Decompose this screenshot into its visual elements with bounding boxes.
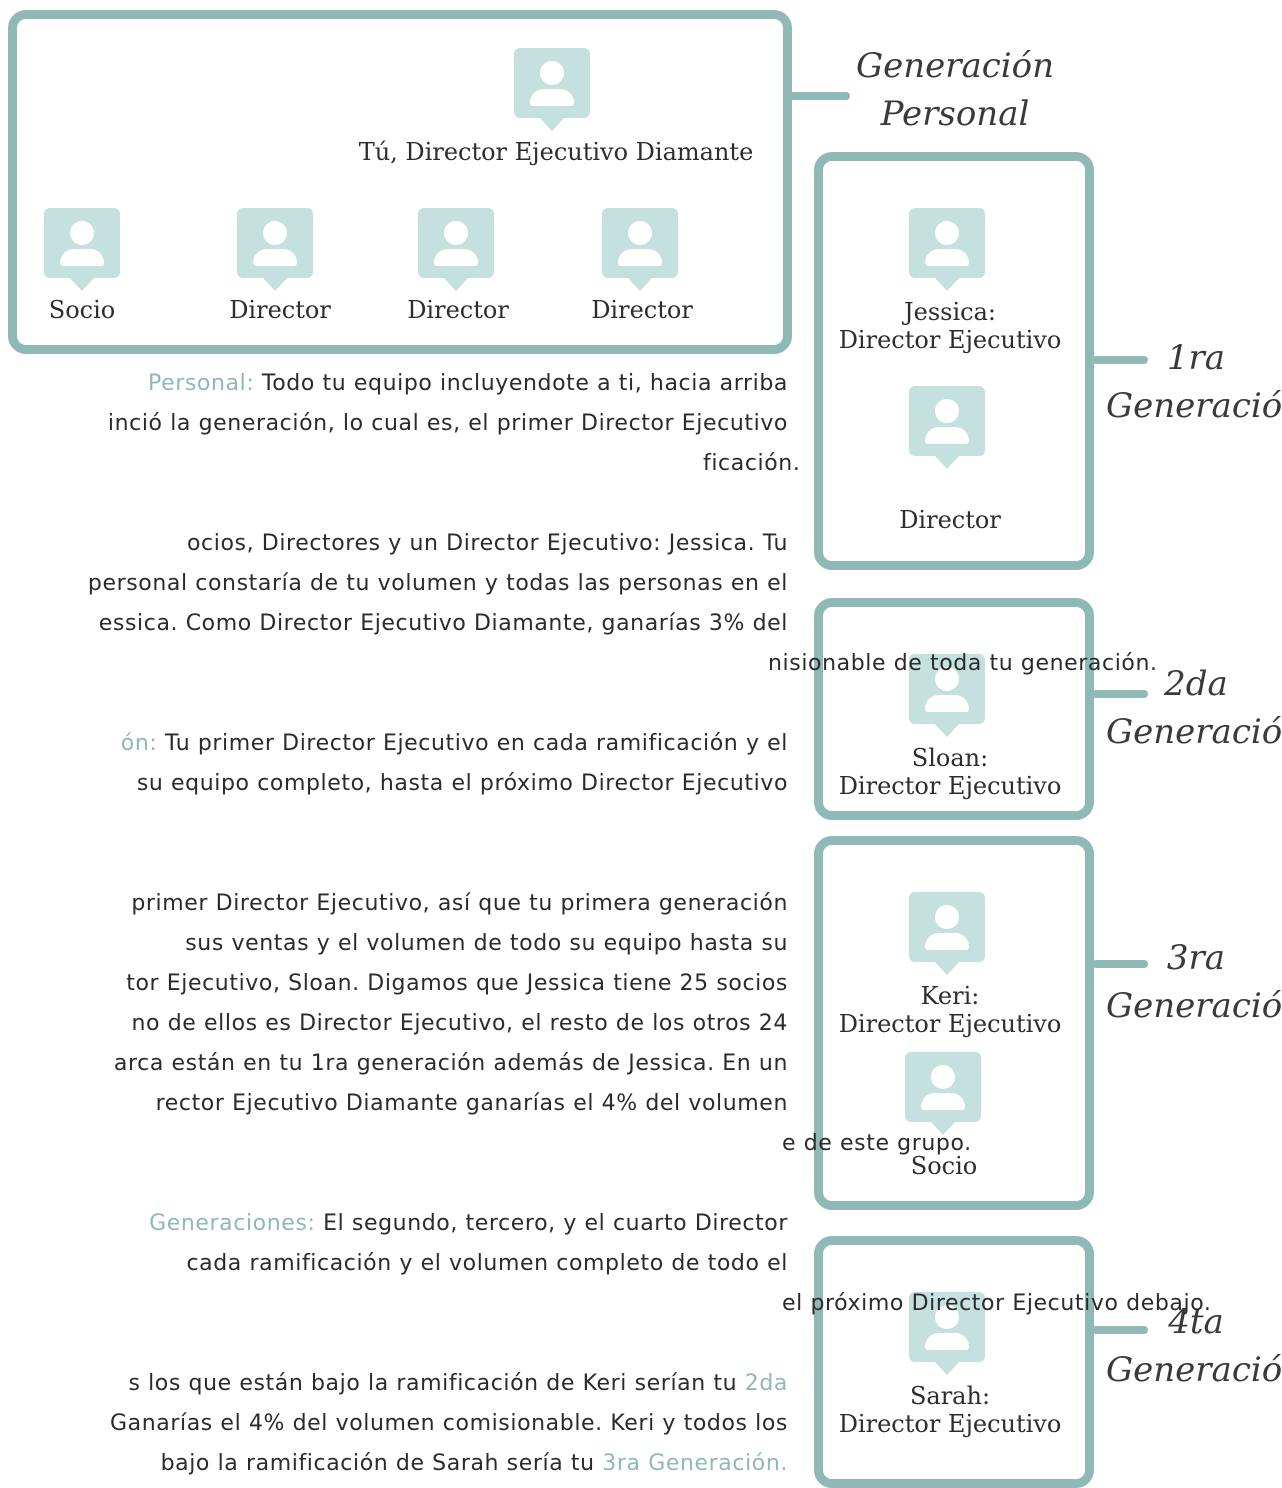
gen3-box bbox=[814, 836, 1094, 1210]
keri-label: Keri:Director Ejecutivo bbox=[838, 982, 1062, 1038]
gen3-connector bbox=[1092, 960, 1148, 968]
gen4-connector bbox=[1092, 1326, 1148, 1334]
personal-generation-box bbox=[8, 10, 792, 354]
sarah-avatar-icon bbox=[909, 1292, 985, 1362]
personal-generation-label: Generación Personal bbox=[855, 46, 1055, 134]
you-avatar-icon bbox=[514, 48, 590, 118]
socio-label: Socio bbox=[910, 1152, 978, 1180]
director-avatar-icon bbox=[602, 208, 678, 278]
gen2-box bbox=[814, 598, 1094, 820]
director-label: Director bbox=[407, 296, 509, 324]
paragraph-personal-example: ocios, Directores y un Director Ejecutiv… bbox=[87, 531, 1158, 676]
director-label: Director bbox=[899, 506, 1001, 534]
jessica-label: Jessica:Director Ejecutivo bbox=[838, 298, 1062, 354]
socio-avatar-icon bbox=[44, 208, 120, 278]
paragraph-other-generations: Generaciones: El segundo, tercero, y el … bbox=[149, 1211, 1212, 1316]
sloan-avatar-icon bbox=[909, 654, 985, 724]
gen2-connector bbox=[1092, 690, 1148, 698]
director-label: Director bbox=[229, 296, 331, 324]
gen1-label: 1raGeneración bbox=[1106, 338, 1282, 426]
sarah-label: Sarah:Director Ejecutivo bbox=[838, 1382, 1062, 1438]
jessica-avatar-icon bbox=[909, 208, 985, 278]
socio-label: Socio bbox=[48, 296, 116, 324]
socio-avatar-icon bbox=[905, 1052, 981, 1122]
gen4-label: 4taGeneración bbox=[1106, 1302, 1282, 1390]
director-avatar-icon bbox=[909, 386, 985, 456]
paragraph-first-generation-example: primer Director Ejecutivo, así que tu pr… bbox=[113, 891, 972, 1156]
paragraph-other-generations-example: s los que están bajo la ramificación de … bbox=[109, 1371, 788, 1476]
personal-generation-connector bbox=[790, 92, 850, 100]
gen1-connector bbox=[1092, 356, 1148, 364]
director-label: Director bbox=[591, 296, 693, 324]
sloan-label: Sloan:Director Ejecutivo bbox=[838, 744, 1062, 800]
director-avatar-icon bbox=[237, 208, 313, 278]
director-avatar-icon bbox=[418, 208, 494, 278]
gen2-label: 2daGeneración bbox=[1106, 664, 1282, 752]
keri-avatar-icon bbox=[909, 892, 985, 962]
paragraph-first-generation: ón: Tu primer Director Ejecutivo en cada… bbox=[120, 731, 788, 796]
gen1-box bbox=[814, 152, 1094, 570]
paragraph-personal-generation: Personal: Todo tu equipo incluyendote a … bbox=[107, 371, 801, 476]
you-label: Tú, Director Ejecutivo Diamante bbox=[358, 138, 754, 166]
